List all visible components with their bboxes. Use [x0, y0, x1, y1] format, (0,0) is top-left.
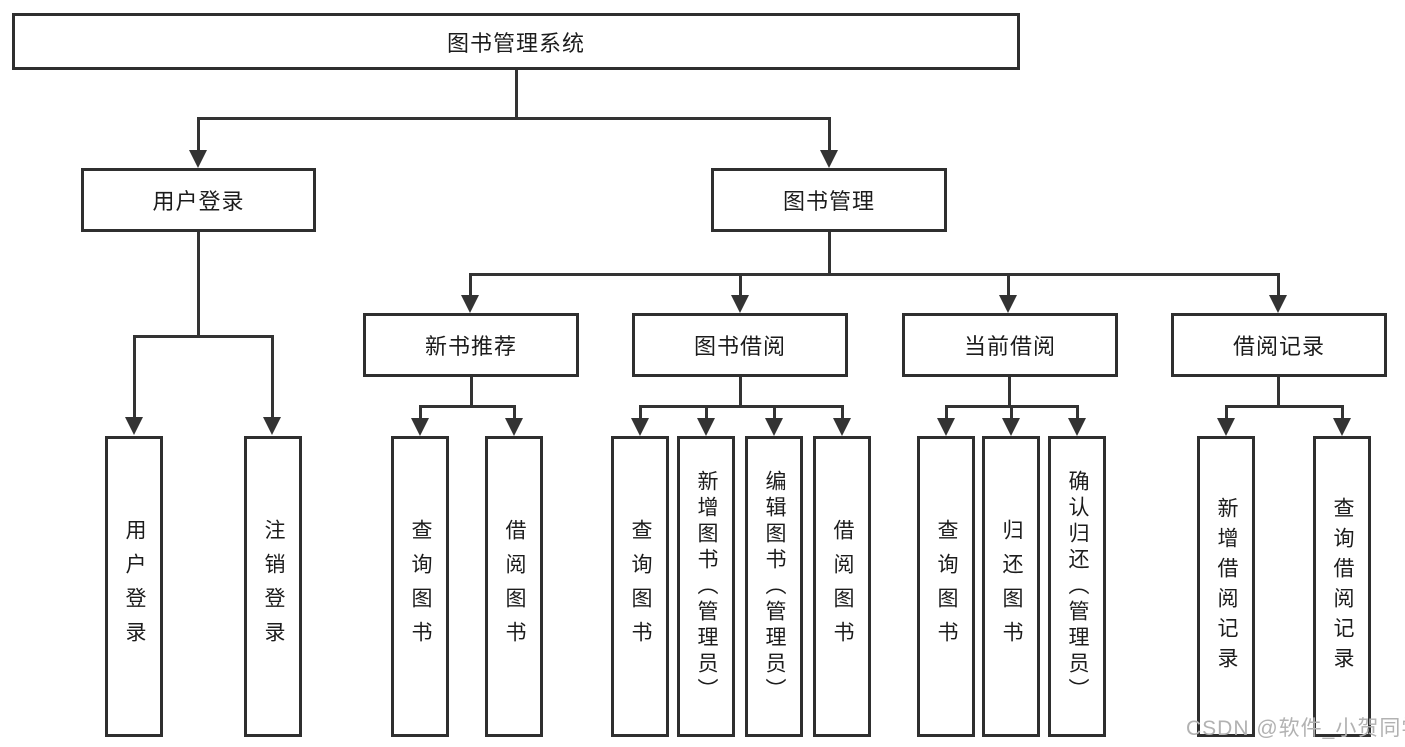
- connector-line: [470, 375, 473, 407]
- connector-line: [773, 405, 776, 420]
- connector-line: [133, 335, 274, 338]
- connector-line: [1010, 405, 1013, 420]
- arrow-down-icon: [125, 417, 143, 435]
- leaf-bb-edit-books-admin: 编辑图书（管理员）: [745, 436, 803, 737]
- leaf-cb-return-books: 归还图书: [982, 436, 1040, 737]
- leaf-br-query-record: 查询借阅记录: [1313, 436, 1371, 737]
- arrow-down-icon: [1068, 418, 1086, 436]
- connector-line: [639, 405, 642, 420]
- connector-line: [841, 405, 844, 420]
- connector-line: [828, 232, 831, 275]
- connector-line: [1225, 405, 1228, 420]
- connector-line: [271, 335, 274, 419]
- connector-line: [133, 335, 136, 419]
- arrow-down-icon: [999, 295, 1017, 313]
- connector-line: [197, 117, 831, 120]
- connector-line: [1225, 405, 1344, 408]
- connector-line: [705, 405, 708, 420]
- connector-line: [828, 117, 831, 152]
- node-user-login: 用户登录: [81, 168, 316, 232]
- arrow-down-icon: [411, 418, 429, 436]
- connector-line: [945, 405, 948, 420]
- connector-line: [739, 375, 742, 407]
- leaf-bb-add-books-admin: 新增图书（管理员）: [677, 436, 735, 737]
- connector-line: [1277, 273, 1280, 297]
- connector-line: [1007, 273, 1010, 297]
- arrow-down-icon: [189, 150, 207, 168]
- connector-line: [639, 405, 844, 408]
- connector-line: [1277, 375, 1280, 407]
- connector-line: [515, 70, 518, 119]
- node-book-borrow: 图书借阅: [632, 313, 848, 377]
- leaf-logout: 注销登录: [244, 436, 302, 737]
- connector-line: [419, 405, 422, 420]
- leaf-cb-confirm-return-admin: 确认归还（管理员）: [1048, 436, 1106, 737]
- arrow-down-icon: [1269, 295, 1287, 313]
- connector-line: [419, 405, 516, 408]
- arrow-down-icon: [461, 295, 479, 313]
- leaf-nbr-query-books: 查询图书: [391, 436, 449, 737]
- leaf-bb-borrow-books: 借阅图书: [813, 436, 871, 737]
- arrow-down-icon: [820, 150, 838, 168]
- node-book-mgmt: 图书管理: [711, 168, 947, 232]
- arrow-down-icon: [1217, 418, 1235, 436]
- arrow-down-icon: [937, 418, 955, 436]
- arrow-down-icon: [833, 418, 851, 436]
- connector-line: [197, 232, 200, 337]
- arrow-down-icon: [765, 418, 783, 436]
- arrow-down-icon: [1002, 418, 1020, 436]
- watermark: CSDN @软件_小贺同学: [1186, 717, 1405, 740]
- arrow-down-icon: [631, 418, 649, 436]
- node-current-borrow: 当前借阅: [902, 313, 1118, 377]
- connector-line: [739, 273, 742, 297]
- arrow-down-icon: [505, 418, 523, 436]
- connector-line: [197, 117, 200, 152]
- arrow-down-icon: [697, 418, 715, 436]
- leaf-br-add-record: 新增借阅记录: [1197, 436, 1255, 737]
- connector-line: [1076, 405, 1079, 420]
- arrow-down-icon: [1333, 418, 1351, 436]
- connector-line: [513, 405, 516, 420]
- connector-line: [469, 273, 472, 297]
- connector-line: [1341, 405, 1344, 420]
- node-root: 图书管理系统: [12, 13, 1020, 70]
- node-borrow-record: 借阅记录: [1171, 313, 1387, 377]
- connector-line: [469, 273, 1280, 276]
- leaf-cb-query-books: 查询图书: [917, 436, 975, 737]
- arrow-down-icon: [263, 417, 281, 435]
- arrow-down-icon: [731, 295, 749, 313]
- leaf-user-login: 用户登录: [105, 436, 163, 737]
- node-new-book-rec: 新书推荐: [363, 313, 579, 377]
- leaf-bb-query-books: 查询图书: [611, 436, 669, 737]
- connector-line: [1008, 375, 1011, 407]
- leaf-nbr-borrow-books: 借阅图书: [485, 436, 543, 737]
